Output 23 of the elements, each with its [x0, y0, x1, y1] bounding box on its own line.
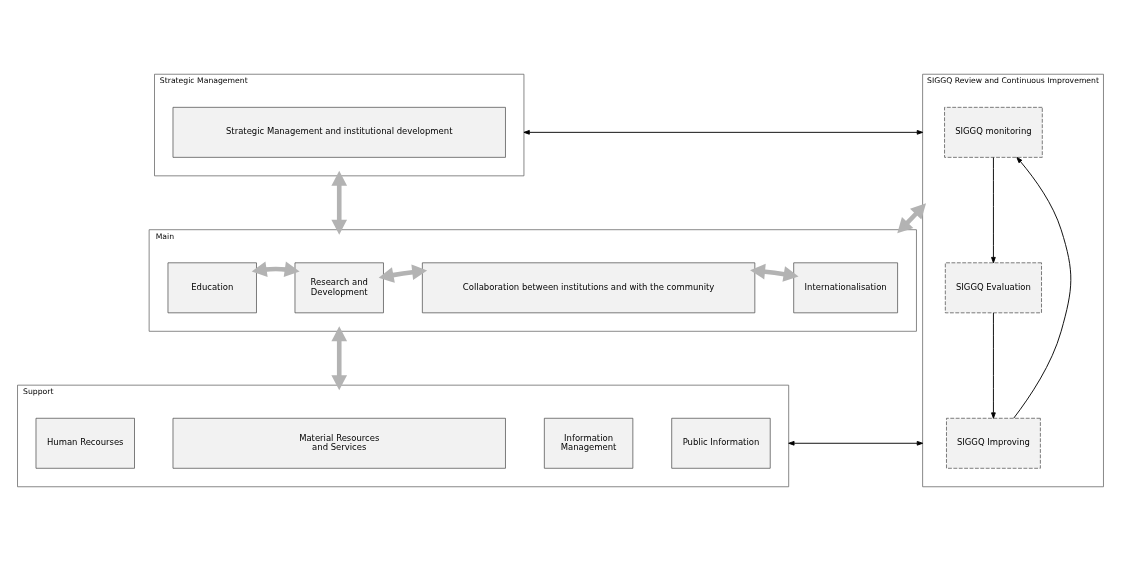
node-box: Human Recourses: [35, 417, 135, 469]
node-box: Material Resources and Services: [172, 417, 506, 469]
arrow: [897, 203, 927, 234]
arrow: [331, 170, 348, 235]
arrow: [991, 312, 996, 419]
node-box: SIGGQ Improving: [946, 417, 1041, 469]
node-box: Internationalisation: [793, 262, 898, 314]
node-box: Research and Development: [294, 262, 384, 314]
arrow: [251, 261, 300, 278]
arrow: [331, 326, 348, 391]
arrow: [523, 130, 924, 135]
arrow: [750, 263, 799, 282]
arrow: [991, 157, 996, 264]
arrow: [788, 440, 924, 446]
arrow: [1013, 156, 1072, 419]
node-box: Public Information: [671, 417, 771, 469]
node-box: Collaboration between institutions and with the community: [421, 262, 756, 314]
node-box: SIGGQ Evaluation: [944, 262, 1042, 314]
arrow: [378, 264, 428, 283]
node-box: Strategic Management and institutional development: [172, 106, 506, 158]
node-box: Information Management: [543, 417, 634, 469]
node-box: Education: [167, 262, 257, 314]
node-box: SIGGQ monitoring: [944, 106, 1043, 158]
